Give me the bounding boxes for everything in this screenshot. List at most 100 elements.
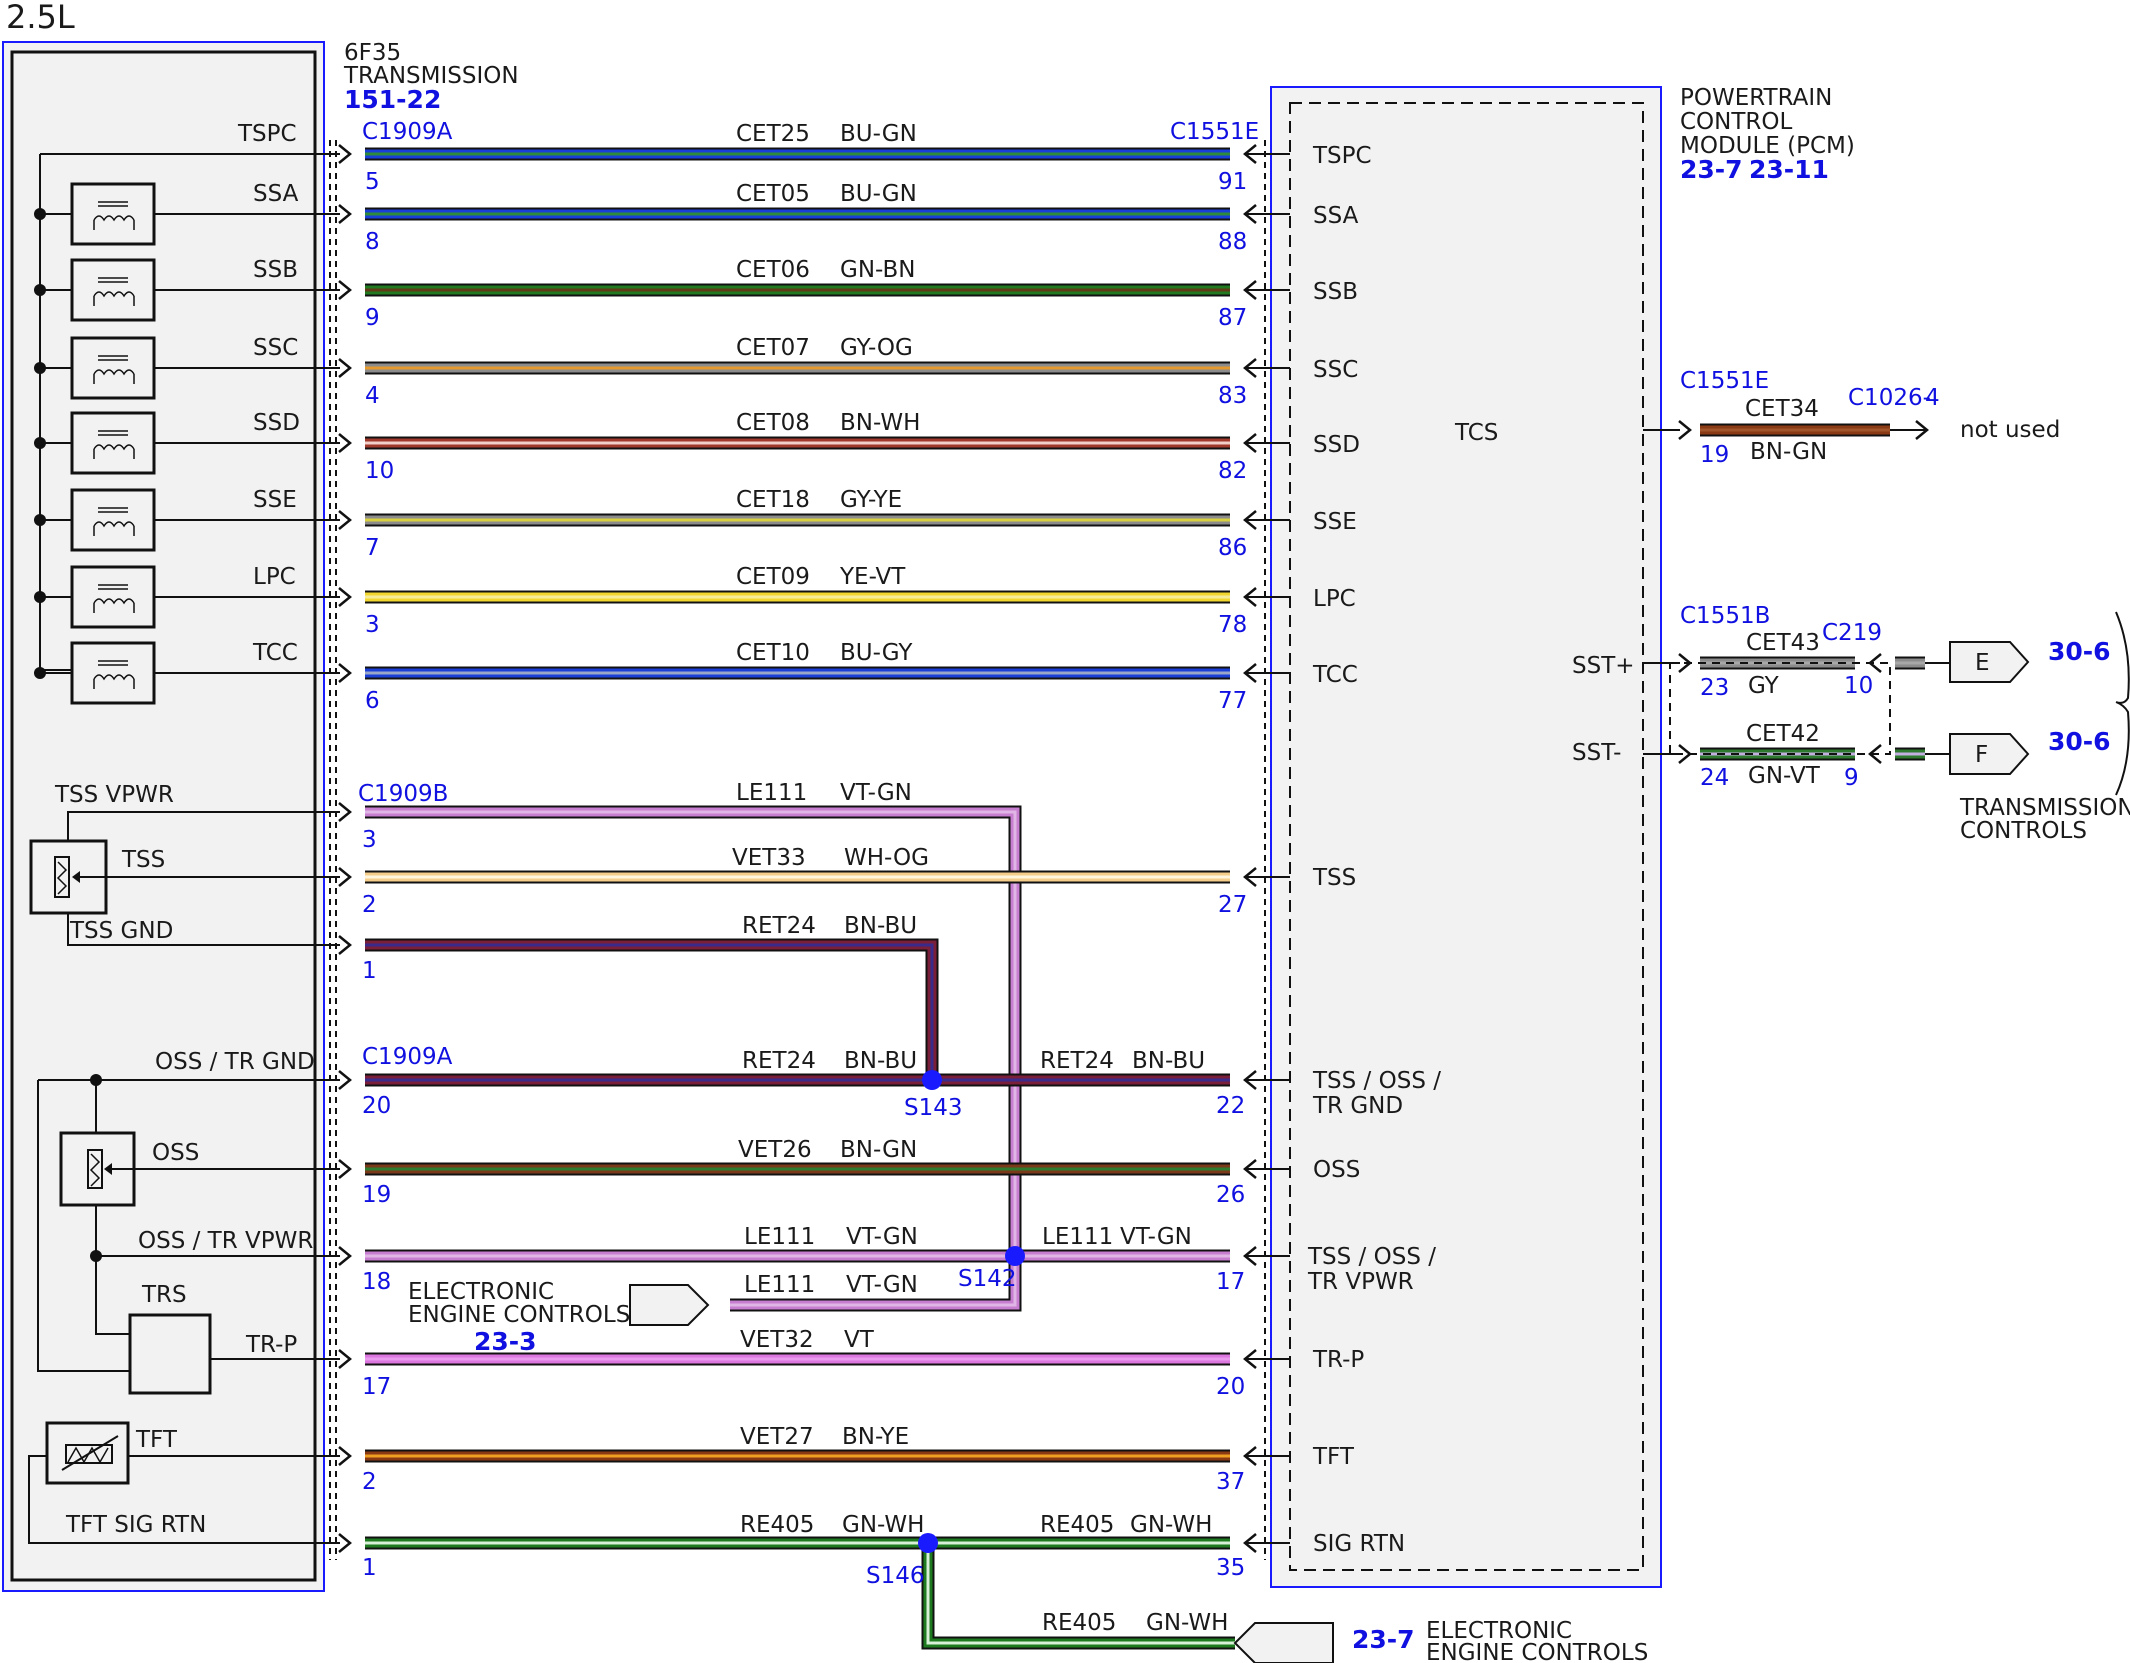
ref-e-link[interactable]: 30-6 [2048,637,2111,666]
tft-label: TFT [135,1427,178,1453]
right-pin: 77 [1218,688,1247,714]
pcm-dashed-box [1289,102,1644,1571]
wire-color: YE-VT [839,564,906,590]
pcm-pin-label: TFT [1312,1444,1355,1470]
sst-plus-label: SST+ [1572,653,1635,679]
left-terminal [338,663,352,683]
circuit-id: CET05 [736,181,810,207]
eec-ref-link[interactable]: 23-3 [474,1327,537,1356]
right-pin: 78 [1218,612,1247,638]
transmission-controls-label-1: TRANSMISSION [1959,795,2130,821]
wire-ret24-tss-gnd [365,938,939,1080]
left-pin: 3 [362,827,377,853]
wire-color: VT-GN [840,780,912,806]
tss-gnd-label: TSS GND [69,918,173,944]
wire-color: BU-GN [840,121,917,147]
wire-color: BN-GN [840,1137,917,1163]
connector-c1909b: C1909B [358,781,448,807]
tc-label: TCC [252,640,298,666]
tc-label: LPC [253,564,296,590]
tc-label: SSB [253,257,298,283]
left-terminal [338,1349,352,1369]
pcm-pin-label: TCC [1312,662,1358,688]
left-pin: 17 [362,1374,391,1400]
circuit-id: RE405 [1042,1610,1116,1636]
connector-c1909a-bottom: C1909A [362,1044,453,1070]
ref-f-link[interactable]: 30-6 [2048,727,2111,756]
tc-label: SSD [253,410,300,436]
twisted-pair-box [1669,662,1891,755]
left-terminal [338,510,352,530]
sst-minus-label: SST- [1572,740,1621,766]
eec-flag-1 [629,1284,710,1326]
pcm-tcs-label: TCS [1454,420,1498,446]
pcm-pin-label: TR VPWR [1307,1269,1414,1295]
transmission-ref-link[interactable]: 151-22 [344,85,441,114]
right-pin: 22 [1216,1093,1245,1119]
left-terminal [338,802,352,822]
left-pin: 10 [365,458,394,484]
circuit-id: CET25 [736,121,810,147]
splice-s143 [922,1070,942,1090]
circuit-id: RET24 [742,1048,816,1074]
left-terminal [338,280,352,300]
tft-sig-rtn-label: TFT SIG RTN [65,1512,206,1538]
pcm-pin-label: SSA [1313,203,1359,229]
tc-label: SSA [253,181,299,207]
left-terminal [338,1246,352,1266]
c219-terminal-2 [1868,744,1882,764]
pcm-pin-label: OSS [1313,1157,1360,1183]
left-terminal [338,144,352,164]
cet43-pin-right: 10 [1844,673,1873,699]
pcm-ref-link-2[interactable]: 23-11 [1749,155,1829,184]
right-pin: 83 [1218,383,1247,409]
circuit-id: RE405 [740,1512,814,1538]
right-pin: 27 [1218,892,1247,918]
trs-box [128,1313,212,1395]
transmission-outer-box [2,41,325,1592]
wire-color: VT-GN [846,1224,918,1250]
circuit-id: VET33 [732,845,806,871]
left-terminal [338,433,352,453]
circuit-id: CET10 [736,640,810,666]
pcm-title-2: CONTROL [1680,109,1793,135]
circuit-id: CET06 [736,257,810,283]
wire-color: BN-BU [844,913,917,939]
wire-color: GY-YE [840,487,902,513]
cet43-pin-left: 23 [1700,675,1729,701]
pcm-ref-link-1[interactable]: 23-7 [1680,155,1743,184]
wire-re405-branch [921,1543,1235,1650]
left-terminal [338,1159,352,1179]
wire-color: BU-GN [840,181,917,207]
eec-label: ELECTRONIC [1426,1618,1572,1644]
wire-color: WH-OG [844,845,929,871]
left-terminal [338,1446,352,1466]
tc-label: SSE [253,487,297,513]
left-terminal [338,204,352,224]
left-terminal [338,1070,352,1090]
circuit-id: VET32 [740,1327,814,1353]
engine-label: 2.5L [6,0,75,36]
eec-ref-link[interactable]: 23-7 [1352,1625,1415,1654]
tft-group: TFT TFT SIG RTN [28,1421,340,1544]
left-terminal [338,587,352,607]
transmission-title-2: TRANSMISSION [343,63,519,89]
right-pin: 88 [1218,229,1247,255]
transmission-controls-brace [2115,611,2130,796]
eec-label: ENGINE CONTROLS [408,1302,630,1328]
right-pin: 91 [1218,169,1247,195]
circuit-id: RE405 [1040,1512,1114,1538]
pcm-pin-label: TSS / OSS / [1312,1068,1441,1094]
tr-p-label: TR-P [245,1332,297,1358]
right-pin: 37 [1216,1469,1245,1495]
circuit-id: CET08 [736,410,810,436]
left-pin: 1 [362,1555,377,1581]
right-pin: 20 [1216,1374,1245,1400]
left-pin: 5 [365,169,380,195]
circuit-id: CET18 [736,487,810,513]
circuit-id: VET26 [738,1137,812,1163]
flag-e [1949,641,2030,683]
